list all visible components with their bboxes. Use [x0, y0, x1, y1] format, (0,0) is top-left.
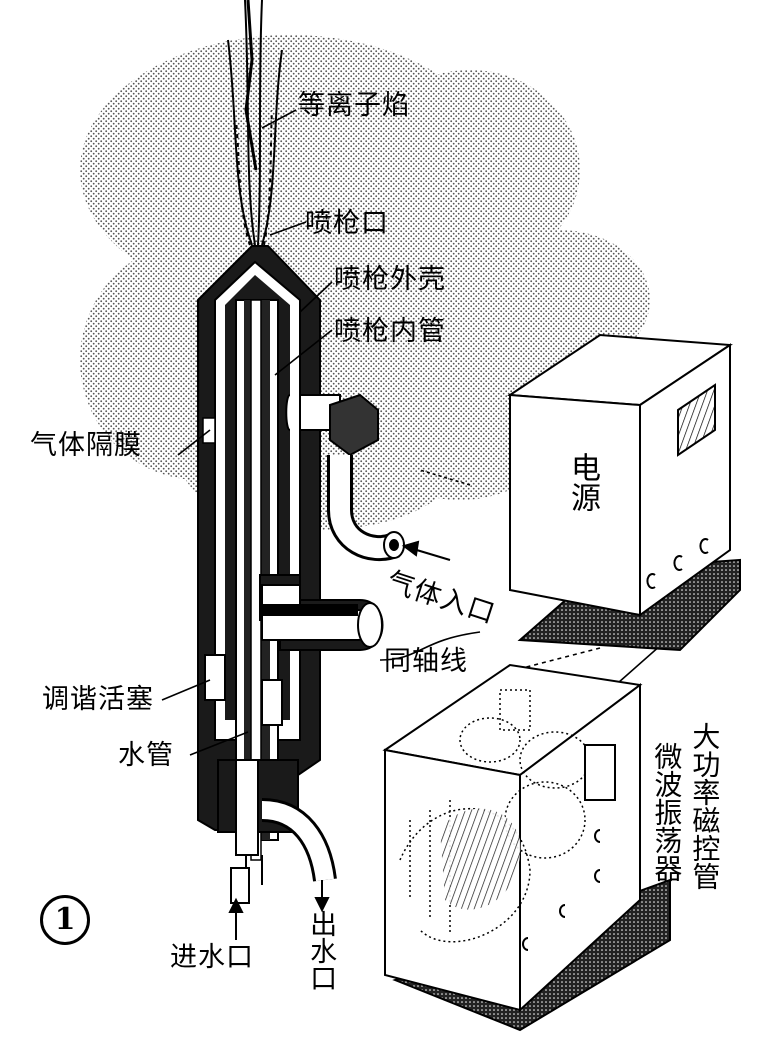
label-gas-diaphragm: 气体隔膜	[30, 430, 142, 461]
figure-number: 1	[40, 895, 90, 945]
label-inner-tube: 喷枪内管	[334, 316, 446, 347]
label-water-inlet: 进水口	[170, 942, 254, 973]
power-supply-box	[507, 333, 741, 652]
magnetron-box	[382, 663, 671, 1032]
label-power-supply: 电源	[565, 452, 600, 512]
coax-arm	[259, 574, 384, 651]
flow-arrows	[228, 540, 451, 940]
label-water-pipe: 水管	[118, 740, 174, 771]
plasma-flame	[227, 0, 283, 246]
water-tubes	[230, 798, 337, 904]
label-magnetron-line1: 大功率磁控管	[688, 722, 722, 890]
label-nozzle: 喷枪口	[305, 208, 389, 239]
label-water-outlet: 出水口	[305, 910, 337, 991]
label-tuning-piston: 调谐活塞	[42, 684, 154, 715]
label-outer-shell: 喷枪外壳	[334, 264, 446, 295]
label-plasma-flame: 等离子焰	[298, 90, 410, 121]
torch-body	[197, 245, 321, 861]
label-magnetron-line2: 微波振荡器	[650, 742, 684, 882]
gas-inlet-pipe	[285, 393, 405, 562]
stipple-cloud	[80, 35, 650, 530]
label-coax-cable: 同轴线	[384, 646, 468, 677]
